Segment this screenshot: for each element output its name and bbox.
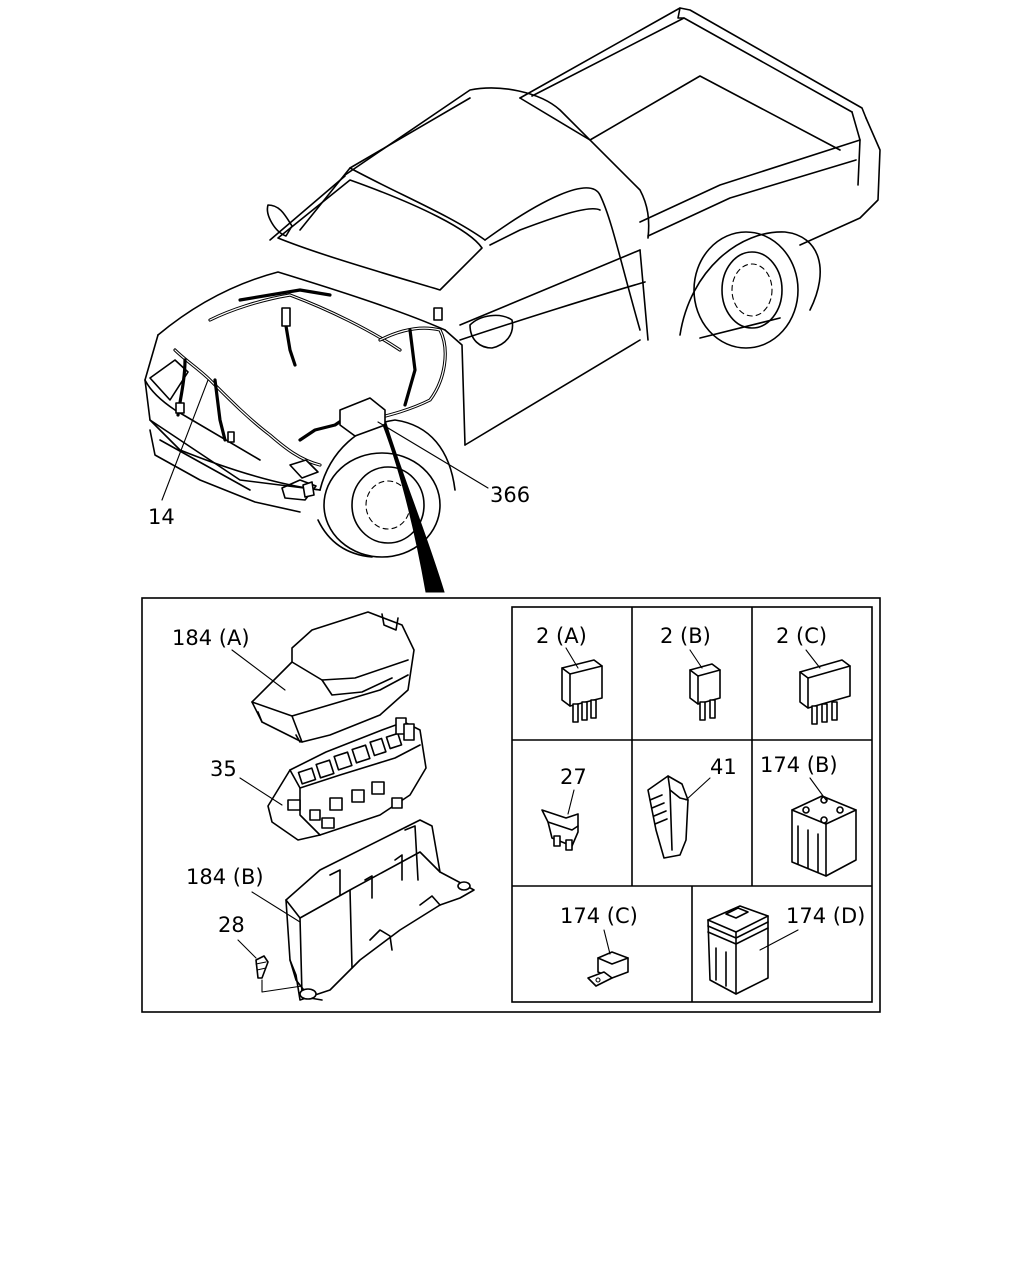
fuse-relay-block [267,717,427,841]
callout-184b: 184 (B) [186,865,264,889]
leader-line-14 [161,379,209,501]
screw-part [255,955,269,979]
detail-frame [141,597,881,1013]
callout-2c: 2 (C) [776,624,827,648]
relay-2a [561,659,603,723]
callout-27: 27 [560,765,587,789]
callout-184a: 184 (A) [172,626,250,650]
fuse-box-lower-cover [285,819,475,1001]
callout-174c: 174 (C) [560,904,638,928]
slow-fuse-174d [707,905,769,995]
callout-35: 35 [210,757,237,781]
slow-fuse-174c [587,951,629,987]
callout-14: 14 [148,505,175,529]
relay-2c [799,659,851,725]
callout-2b: 2 (B) [660,624,711,648]
leader-line-366 [377,421,489,489]
zoom-pointer [382,422,445,593]
callout-366: 366 [490,483,530,507]
fuse-puller-41 [647,775,689,859]
callout-174d: 174 (D) [786,904,865,928]
callout-174b: 174 (B) [760,753,838,777]
pickup-truck-illustration [144,7,881,558]
fuse-box-upper-cover [251,611,415,743]
callout-28: 28 [218,913,245,937]
mini-fuse-27 [541,809,579,851]
callout-41: 41 [710,755,737,779]
slow-fuse-174b [791,795,857,877]
relay-2b [689,663,721,721]
callout-2a: 2 (A) [536,624,587,648]
